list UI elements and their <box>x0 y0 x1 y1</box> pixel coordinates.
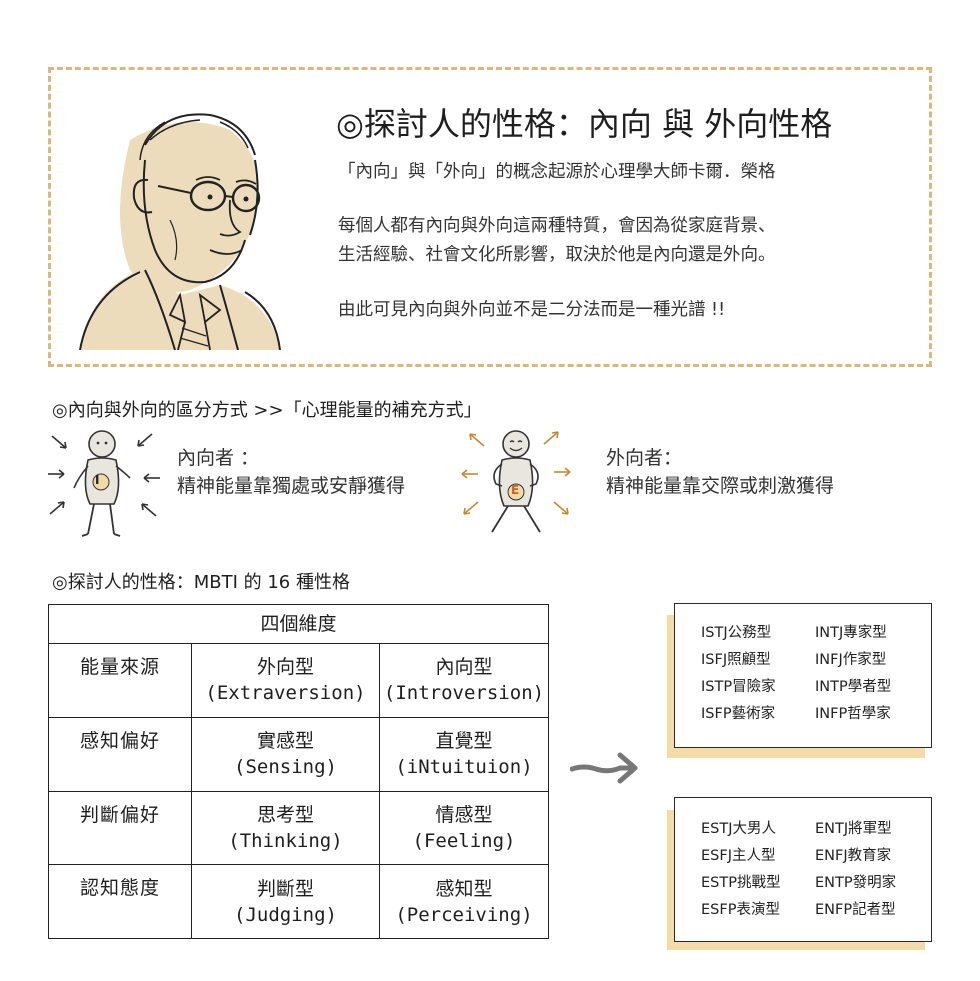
trait-cell: 感知型 (Perceiving) <box>379 864 549 939</box>
type-item: ENFJ教育家 <box>815 848 892 864</box>
introvert-types-card: ISTJ公務型 INTJ專家型 ISFJ照顧型 INFJ作家型 ISTP冒險家 … <box>674 603 932 748</box>
trait-cell: 實感型 (Sensing) <box>191 716 380 792</box>
introvert-figure: I <box>44 428 164 540</box>
right-arrow-icon <box>570 752 638 784</box>
trait-english: (Feeling) <box>412 829 516 852</box>
table-row: 認知態度 判斷型 (Judging) 感知型 (Perceiving) <box>48 864 549 939</box>
extrovert-figure: E <box>458 428 578 540</box>
trait-cell: 內向型 (Introversion) <box>379 643 549 718</box>
extrovert-figure-icon <box>461 430 571 533</box>
extrovert-badge: E <box>511 483 520 497</box>
type-item: ISTP冒險家 <box>701 679 776 695</box>
table-row: 能量來源 外向型 (Extraversion) 內向型 (Introversion) <box>48 643 549 718</box>
jung-portrait-illustration <box>79 113 281 350</box>
type-item: ENFP記者型 <box>815 902 896 918</box>
intro-spectrum-text: 由此可見內向與外向並不是二分法而是一種光譜 !! <box>338 300 726 320</box>
trait-name: 思考型 <box>256 803 314 826</box>
intro-trait-line-1: 每個人都有內向與外向這兩種特質，會因為從家庭背景、 <box>338 216 776 236</box>
trait-name: 感知型 <box>435 877 493 900</box>
table-row: 感知偏好 實感型 (Sensing) 直覺型 (iNtuituion) <box>48 716 549 792</box>
trait-english: (Thinking) <box>228 829 343 852</box>
intro-title: ◎探討人的性格：內向 與 外向性格 <box>336 105 833 143</box>
extrovert-label: 外向者： <box>606 447 683 469</box>
trait-english: (Extraversion) <box>205 682 366 705</box>
trait-name: 外向型 <box>256 656 314 679</box>
type-item: INFP哲學家 <box>815 706 891 722</box>
type-item: ISTJ公務型 <box>701 625 772 641</box>
type-item: ESFJ主人型 <box>701 848 776 864</box>
introvert-description: 精神能量靠獨處或安靜獲得 <box>177 475 406 497</box>
trait-english: (Sensing) <box>234 756 337 779</box>
extrovert-types-grid: ESTJ大男人 ENTJ將軍型 ESFJ主人型 ENFJ教育家 ESTP挑戰型 … <box>701 818 915 921</box>
trait-english: (Judging) <box>234 903 337 926</box>
introvert-label: 內向者 ： <box>177 447 260 469</box>
trait-cell: 直覺型 (iNtuituion) <box>379 716 549 792</box>
dimension-label: 感知偏好 <box>48 716 192 792</box>
dimension-label: 能量來源 <box>48 643 192 718</box>
table-row: 判斷偏好 思考型 (Thinking) 情感型 (Feeling) <box>48 790 549 866</box>
trait-name: 直覺型 <box>435 730 493 753</box>
type-item: ESTP挑戰型 <box>701 875 781 891</box>
intro-trait-line-2: 生活經驗、社會文化所影響，取決於他是內向還是外向。 <box>338 245 776 265</box>
type-item: ISFJ照顧型 <box>701 652 771 668</box>
trait-cell: 判斷型 (Judging) <box>191 864 380 939</box>
trait-english: (iNtuituion) <box>395 756 533 779</box>
trait-name: 情感型 <box>435 803 493 826</box>
trait-english: (Perceiving) <box>395 903 533 926</box>
intro-origin-text: 「內向」與「外向」的概念起源於心理學大師卡爾．榮格 <box>338 162 776 182</box>
type-item: ESFP表演型 <box>701 902 780 918</box>
type-item: ESTJ大男人 <box>701 821 776 837</box>
trait-cell: 情感型 (Feeling) <box>379 790 549 866</box>
intro-box <box>48 67 932 367</box>
type-item: ENTJ將軍型 <box>815 821 892 837</box>
extrovert-description: 精神能量靠交際或刺激獲得 <box>606 475 835 497</box>
trait-cell: 外向型 (Extraversion) <box>191 643 380 718</box>
energy-section-heading: ◎內向與外向的區分方式 >>「心理能量的補充方式」 <box>52 400 482 421</box>
introvert-badge: I <box>95 473 100 487</box>
table-header: 四個維度 <box>48 604 549 644</box>
dimension-label: 認知態度 <box>48 864 192 939</box>
type-item: ENTP發明家 <box>815 875 897 891</box>
mbti-dimension-table: 四個維度 能量來源 外向型 (Extraversion) 內向型 (Introver… <box>48 604 549 939</box>
trait-cell: 思考型 (Thinking) <box>191 790 380 866</box>
extrovert-types-card: ESTJ大男人 ENTJ將軍型 ESFJ主人型 ENFJ教育家 ESTP挑戰型 … <box>674 797 932 942</box>
trait-english: (Introversion) <box>383 682 545 705</box>
trait-name: 內向型 <box>435 656 493 679</box>
type-item: ISFP藝術家 <box>701 706 776 722</box>
trait-name: 判斷型 <box>256 877 314 900</box>
dimension-label: 判斷偏好 <box>48 790 192 866</box>
type-item: INFJ作家型 <box>815 652 887 668</box>
type-item: INTP學者型 <box>815 679 892 695</box>
mbti-section-heading: ◎探討人的性格：MBTI 的 16 種性格 <box>52 572 350 593</box>
introvert-types-grid: ISTJ公務型 INTJ專家型 ISFJ照顧型 INFJ作家型 ISTP冒險家 … <box>701 622 915 725</box>
type-item: INTJ專家型 <box>815 625 887 641</box>
introvert-figure-icon <box>48 430 160 537</box>
trait-name: 實感型 <box>256 730 314 753</box>
